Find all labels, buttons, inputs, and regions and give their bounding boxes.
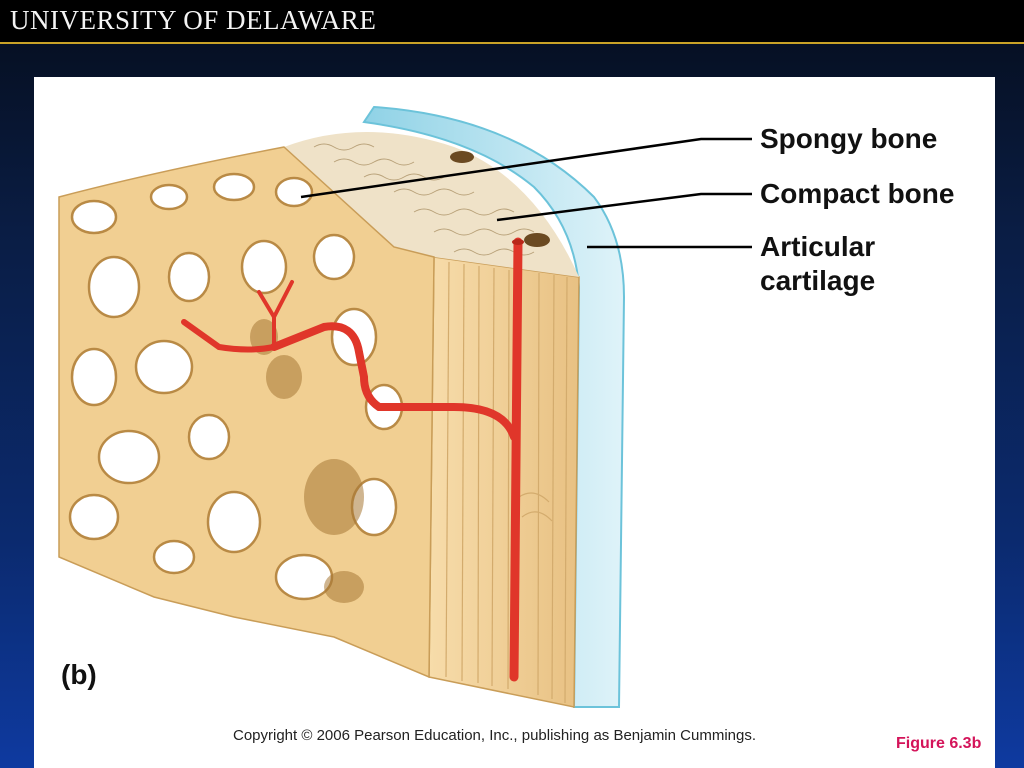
label-articular: Articular <box>760 231 876 262</box>
label-spongy-bone: Spongy bone <box>760 123 938 154</box>
compact-bone-face <box>428 256 580 708</box>
figure-panel: Spongy bone Compact bone Articular carti… <box>34 77 995 768</box>
spongy-shadows <box>250 319 364 603</box>
articular-cartilage <box>362 105 626 708</box>
university-logo: UNIVERSITY OF DELAWARE <box>10 5 377 35</box>
top-surface <box>284 132 579 277</box>
figure-caption: Figure 6.3b <box>896 735 982 752</box>
bone-illustration <box>58 105 752 708</box>
label-compact-bone: Compact bone <box>760 178 955 209</box>
osteon-lines <box>445 261 568 704</box>
spongy-holes <box>68 172 404 601</box>
panel-letter: (b) <box>61 659 97 690</box>
spongy-bone-block <box>58 146 435 679</box>
copyright-notice: Copyright © 2006 Pearson Education, Inc.… <box>233 727 757 744</box>
label-cartilage: cartilage <box>760 265 876 296</box>
blood-vessel <box>181 237 523 682</box>
compact-leader <box>496 192 752 222</box>
header-bar: UNIVERSITY OF DELAWARE <box>0 0 1024 44</box>
spongy-leader <box>300 137 752 199</box>
leader-lines <box>300 137 752 249</box>
